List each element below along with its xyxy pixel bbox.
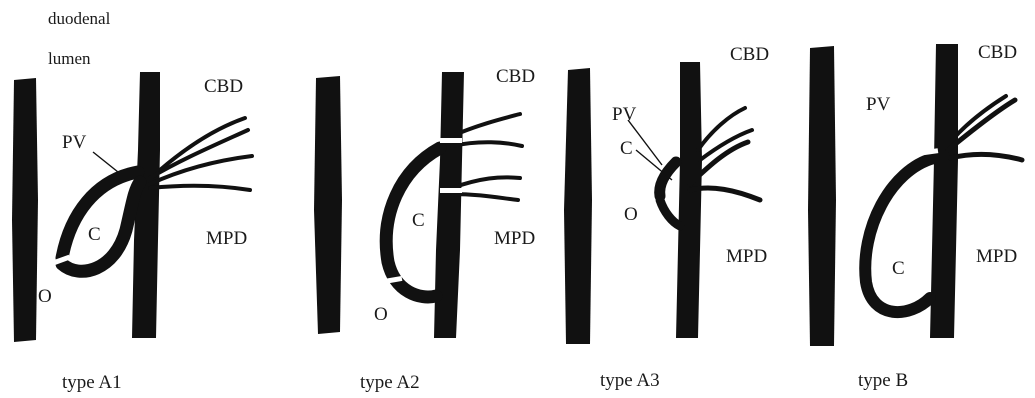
panel-type-a2: CBD C MPD O type A2 [314, 66, 535, 393]
duct-gap [440, 188, 462, 193]
duct-gap [440, 138, 462, 143]
label-mpd: MPD [976, 246, 1017, 267]
mpd-branch [160, 118, 245, 170]
connecting-duct-c [660, 162, 676, 196]
duodenal-wall [808, 46, 836, 346]
label-cbd: CBD [730, 44, 769, 65]
label-cbd: CBD [204, 76, 243, 97]
label-cbd: CBD [978, 42, 1017, 63]
label-c: C [88, 224, 101, 245]
caption-type-a1: type A1 [62, 372, 122, 393]
panel-type-a3: CBD PV C O MPD type A3 [564, 44, 769, 391]
mpd-branch [948, 100, 1015, 150]
panel-type-b: CBD PV C MPD type B [808, 42, 1022, 391]
caption-type-a3: type A3 [600, 370, 660, 391]
mpd-branch [452, 194, 518, 200]
mpd-branch [452, 142, 522, 146]
label-cbd: CBD [496, 66, 535, 87]
label-duodenal: duodenal [48, 9, 111, 28]
label-mpd: MPD [726, 246, 767, 267]
mpd-branch [952, 96, 1006, 140]
label-c: C [620, 138, 633, 159]
duodenal-wall [314, 76, 342, 334]
label-o: O [374, 304, 388, 325]
mpd-branch [150, 186, 250, 190]
pv-pointer [93, 152, 118, 172]
label-c: C [412, 210, 425, 231]
connecting-duct-c [660, 200, 680, 226]
bile-duct-main [676, 62, 702, 338]
label-mpd: MPD [206, 228, 247, 249]
label-pv: PV [612, 104, 637, 125]
duodenal-wall [564, 68, 592, 344]
caption-type-a2: type A2 [360, 372, 420, 393]
duodenal-wall [12, 78, 38, 342]
label-pv: PV [866, 94, 891, 115]
mpd-branch [950, 154, 1022, 160]
label-lumen: lumen [48, 49, 91, 68]
label-o: O [624, 204, 638, 225]
label-pv: PV [62, 132, 87, 153]
label-mpd: MPD [494, 228, 535, 249]
caption-type-b: type B [858, 370, 908, 391]
connecting-duct-c [865, 158, 934, 312]
label-c: C [892, 258, 905, 279]
panel-type-a1: duodenal lumen CBD PV C MPD O type A1 [12, 9, 252, 393]
mpd-branch [452, 177, 520, 188]
label-o: O [38, 286, 52, 307]
mpd-branch [150, 130, 248, 178]
